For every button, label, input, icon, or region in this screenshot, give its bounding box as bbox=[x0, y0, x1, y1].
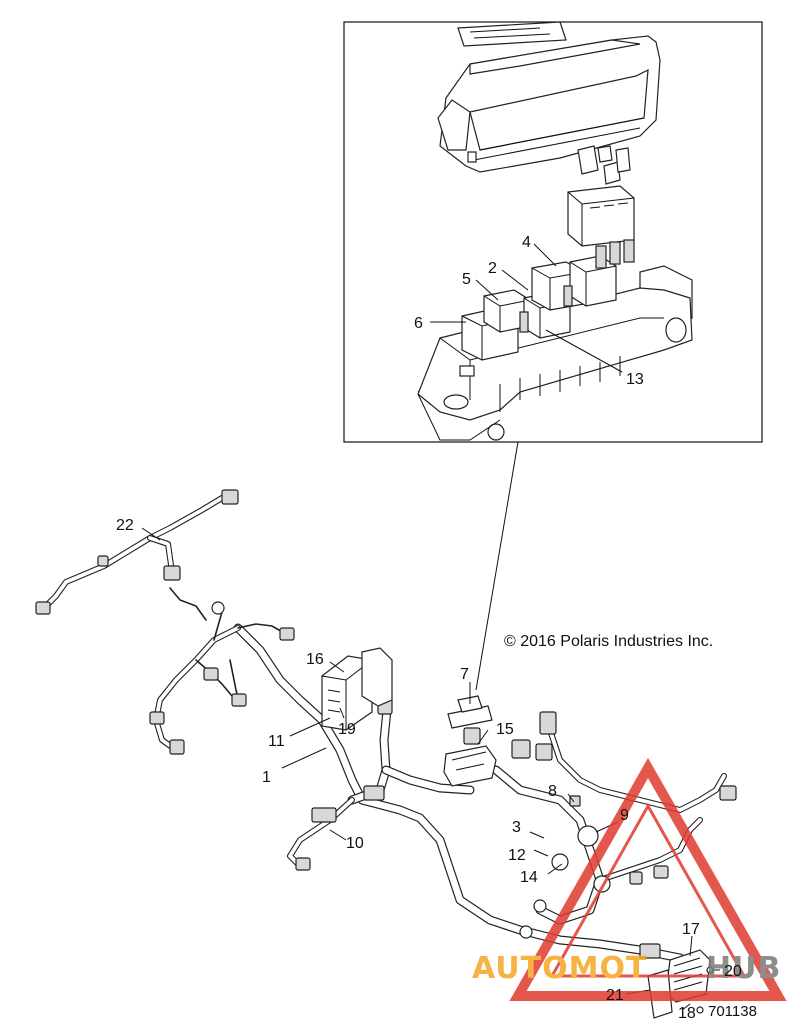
callout-12: 12 bbox=[508, 847, 526, 864]
callout-14: 14 bbox=[520, 869, 538, 886]
sub-harness-22 bbox=[35, 489, 239, 615]
callout-8: 8 bbox=[548, 783, 557, 800]
watermark-text-part1: AUTOMOT bbox=[472, 951, 647, 986]
callout-21: 21 bbox=[606, 987, 624, 1004]
callout-16: 16 bbox=[306, 651, 324, 668]
ecu-module bbox=[321, 647, 393, 731]
callout-6: 6 bbox=[414, 315, 423, 332]
callout-4: 4 bbox=[522, 234, 531, 251]
callout-18: 18 bbox=[678, 1005, 696, 1022]
diagram-reference-number: 701138 bbox=[708, 1003, 757, 1020]
watermark-triangle bbox=[509, 757, 787, 1001]
inset-connector-line bbox=[475, 441, 519, 691]
callout-13: 13 bbox=[626, 371, 644, 388]
inset-detail-fuse-box bbox=[343, 21, 763, 443]
callout-10: 10 bbox=[346, 835, 364, 852]
spare-fuses bbox=[577, 145, 631, 185]
main-leader-lines bbox=[141, 527, 720, 1011]
callout-labels: 4 2 5 6 13 22 16 7 11 19 15 1 8 9 3 10 1… bbox=[116, 234, 742, 1022]
watermark-logo: AUTOMOT HUB bbox=[472, 757, 787, 1001]
copyright-notice: © 2016 Polaris Industries Inc. bbox=[504, 633, 713, 650]
relay-box-base bbox=[417, 265, 693, 441]
inset-leader-lines bbox=[430, 243, 623, 373]
callout-11: 11 bbox=[268, 733, 285, 750]
callout-1: 1 bbox=[262, 769, 271, 786]
callout-17: 17 bbox=[682, 921, 700, 938]
callout-7: 7 bbox=[460, 666, 469, 683]
fuse-box-cover bbox=[437, 21, 661, 173]
callout-20: 20 bbox=[724, 963, 742, 980]
callout-22: 22 bbox=[116, 517, 134, 534]
fuse-block bbox=[567, 185, 635, 247]
callout-5: 5 bbox=[462, 271, 471, 288]
watermark-text-part2: HUB bbox=[706, 951, 781, 986]
callout-2: 2 bbox=[488, 260, 497, 277]
harness-connectors bbox=[149, 601, 737, 959]
callout-3: 3 bbox=[512, 819, 521, 836]
callout-9: 9 bbox=[620, 807, 629, 824]
callout-15: 15 bbox=[496, 721, 514, 738]
relays bbox=[461, 239, 635, 361]
fuse-holder bbox=[443, 695, 497, 787]
callout-19: 19 bbox=[338, 721, 356, 738]
main-harness bbox=[35, 489, 737, 1019]
